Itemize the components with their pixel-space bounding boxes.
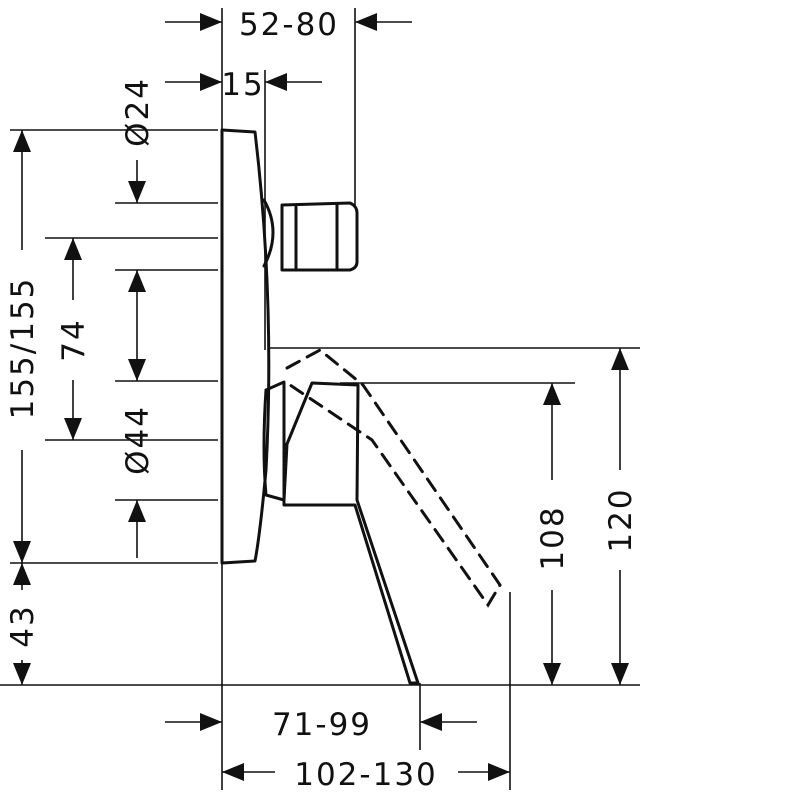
dim-dia-small xyxy=(128,160,146,203)
lever-rotated-dashed xyxy=(285,348,502,608)
dim-height-lever xyxy=(543,383,561,685)
dim-top-width xyxy=(165,13,412,31)
dim-reach-inner xyxy=(165,713,477,731)
dim-height-lever-label: 108 xyxy=(535,505,571,570)
mixer-outline xyxy=(220,128,502,685)
dim-dia-large-label: Ø44 xyxy=(120,405,156,475)
extension-lines xyxy=(0,8,640,790)
lever-base xyxy=(262,380,420,685)
dim-height-mid-label: 74 xyxy=(56,318,92,361)
dim-dia-large xyxy=(128,270,146,558)
dim-reach-outer-label: 102-130 xyxy=(294,757,438,793)
dim-top-width-label: 52-80 xyxy=(239,7,339,43)
dim-top-offset xyxy=(165,73,322,91)
diverter-collar xyxy=(262,198,275,268)
dim-height-total-label: 155/155 xyxy=(5,277,41,420)
dim-height-mid xyxy=(64,238,82,440)
dim-height-max xyxy=(611,348,629,685)
cover-plate xyxy=(220,128,271,565)
dim-below-floor xyxy=(13,563,31,685)
dim-reach-inner-label: 71-99 xyxy=(272,707,372,743)
dim-reach-outer xyxy=(222,763,510,781)
dim-dia-small-label: Ø24 xyxy=(120,77,156,147)
dim-top-offset-label: 15 xyxy=(221,67,264,103)
dim-height-max-label: 120 xyxy=(603,487,639,552)
dim-height-total xyxy=(13,130,31,563)
diverter-knob xyxy=(280,201,359,272)
dim-below-floor-label: 43 xyxy=(5,604,41,647)
